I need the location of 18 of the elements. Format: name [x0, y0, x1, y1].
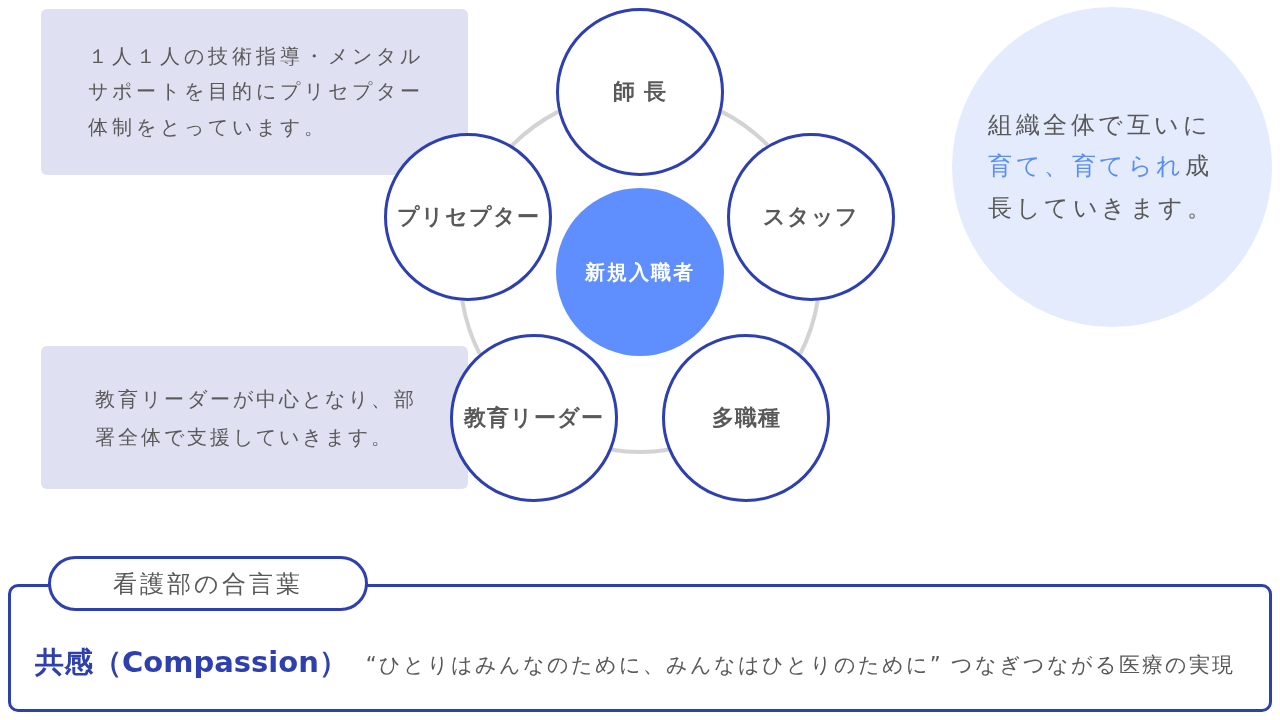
connector-arc	[798, 300, 820, 355]
connector-arc	[720, 109, 770, 147]
role-label: 多職種	[711, 404, 781, 432]
role-label: 師 長	[612, 78, 668, 106]
role-label: スタッフ	[763, 203, 859, 231]
role-label: プリセプター	[396, 203, 540, 231]
connector-arc	[510, 109, 560, 147]
center-label: 新規入職者	[585, 260, 695, 284]
connector-arc	[460, 300, 482, 355]
section-heading: 看護部の合言葉	[48, 556, 368, 611]
role-label: 教育リーダー	[464, 404, 604, 432]
description-text: １人１人の技術指導・メンタルサポートを目的にプリセプター体制をとっています。	[88, 42, 425, 141]
motto-title: 共感（Compassion）	[35, 644, 348, 681]
description-text: 教育リーダーが中心となり、部署全体で支援していきます。	[95, 385, 418, 451]
info-box	[41, 9, 468, 175]
connector-arc	[611, 447, 669, 454]
message-text: 組織全体で互いに育て、育てられ成長していきます。	[988, 109, 1214, 224]
motto-text: “ひとりはみんなのために、みんなはひとりのために” つなぎつながる医療の実現	[365, 652, 1236, 679]
